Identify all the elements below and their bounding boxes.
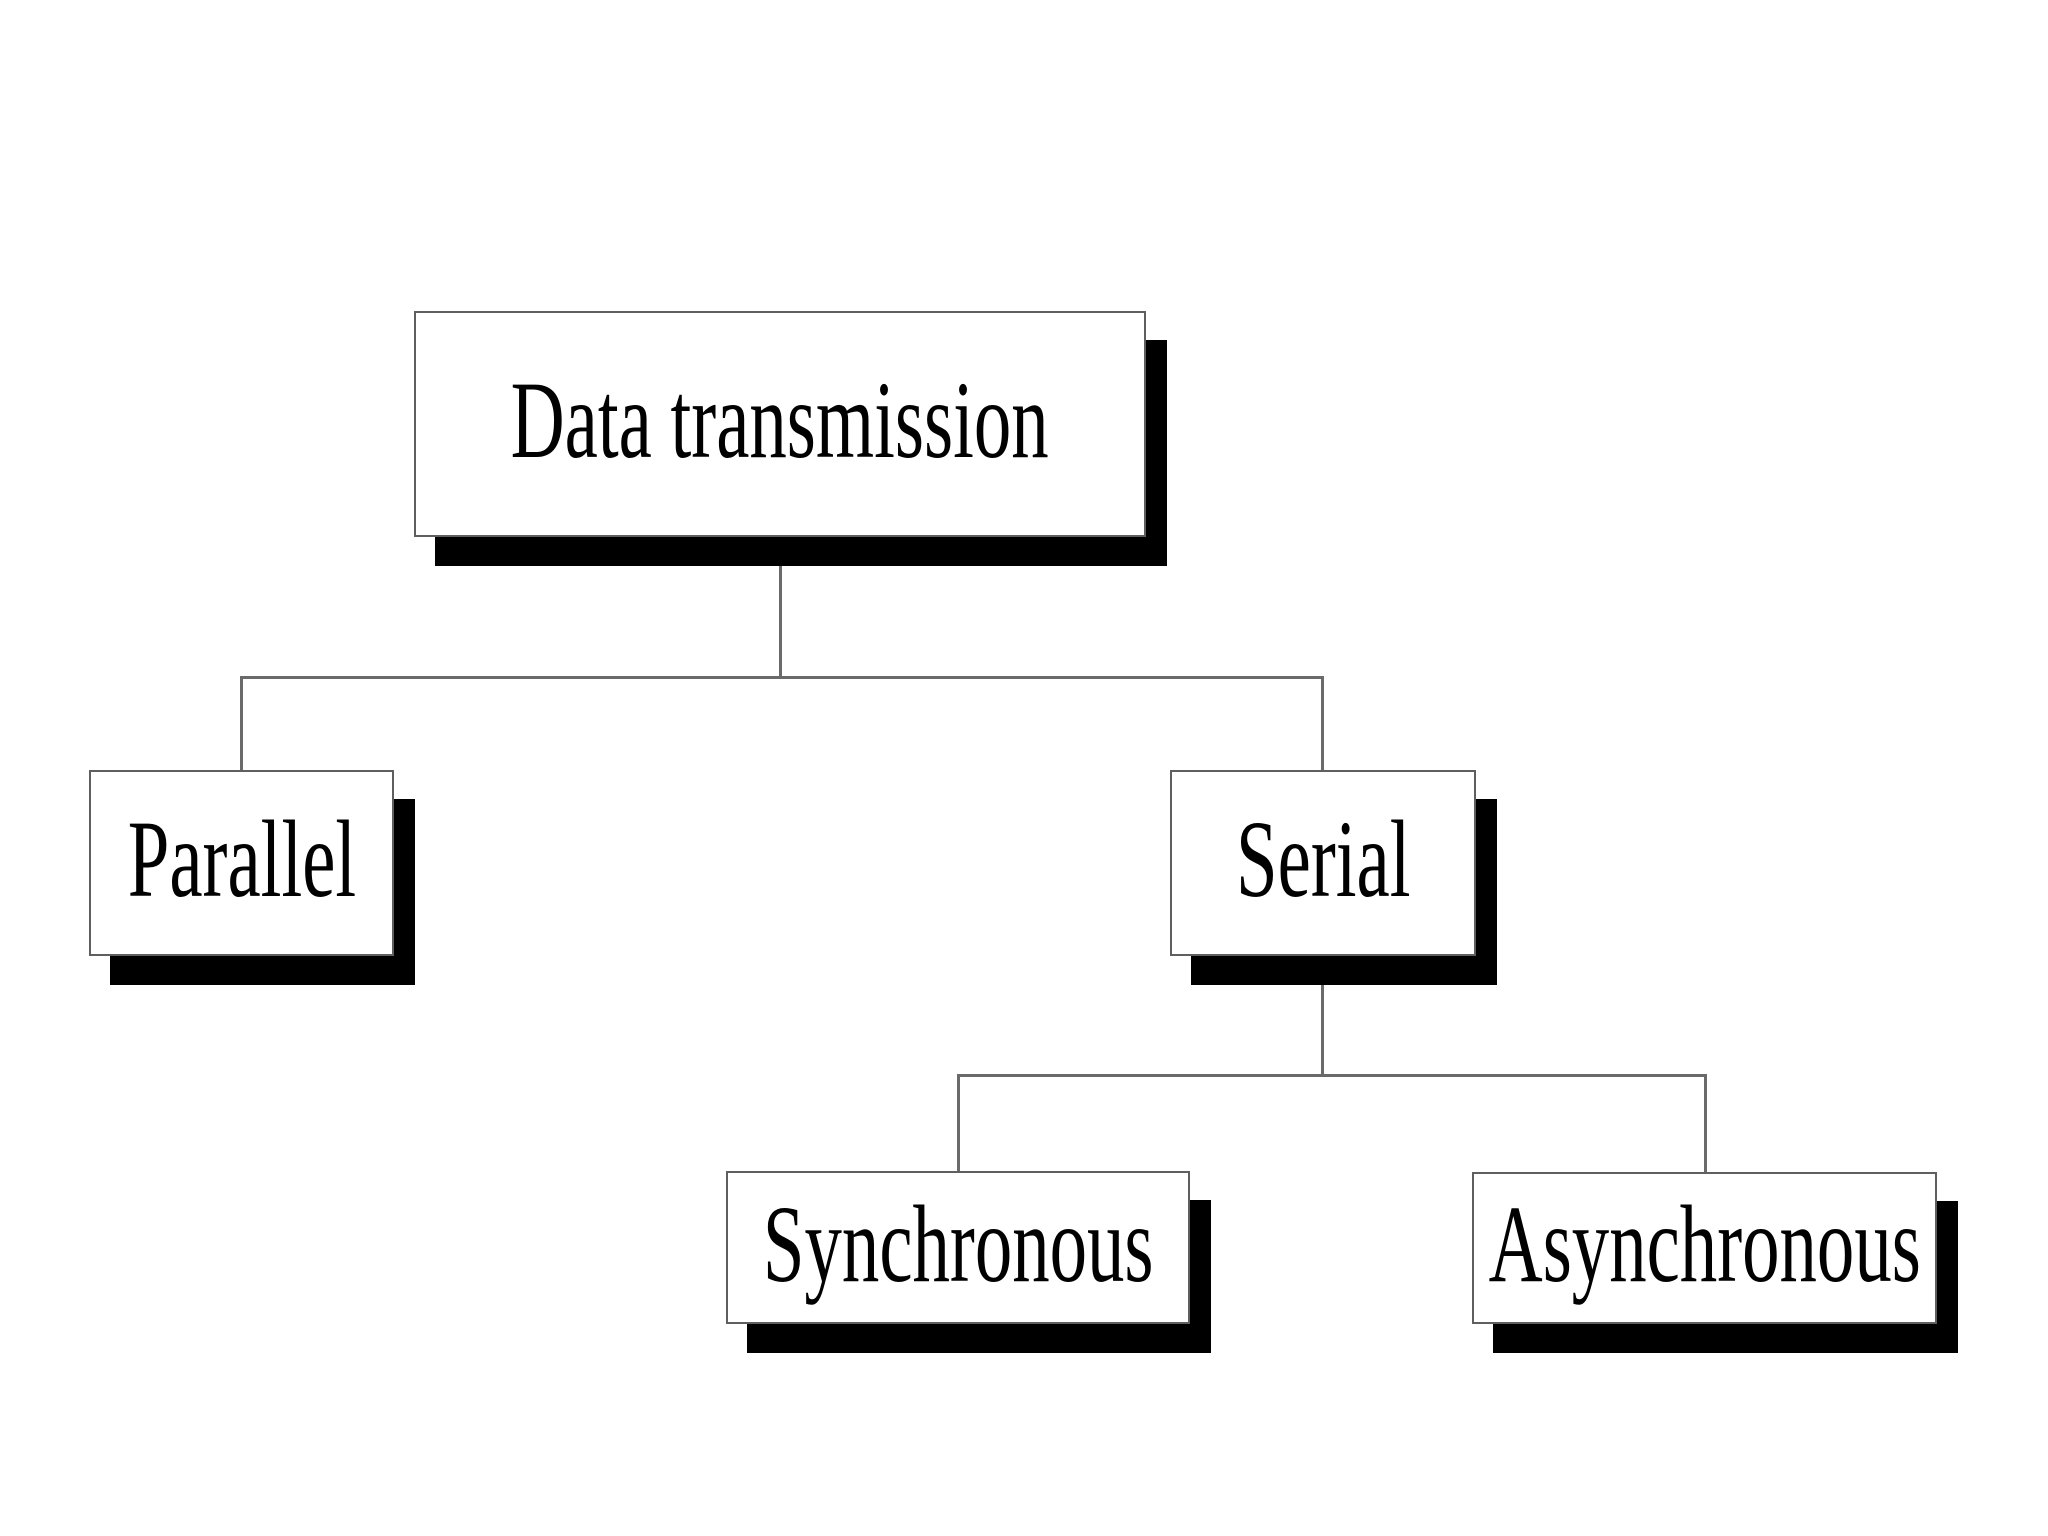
connector-branch-to-serial bbox=[1321, 676, 1324, 772]
connector-branch-to-asynchronous bbox=[1704, 1074, 1707, 1174]
connector-branch-to-parallel bbox=[240, 676, 243, 772]
node-parallel-label: Parallel bbox=[127, 798, 356, 920]
node-synchronous: Synchronous bbox=[726, 1171, 1190, 1324]
connector-branch2-horizontal bbox=[957, 1074, 1707, 1077]
node-data-transmission-label: Data transmission bbox=[510, 359, 1050, 481]
node-asynchronous: Asynchronous bbox=[1472, 1172, 1937, 1324]
node-serial-label: Serial bbox=[1235, 798, 1411, 920]
node-asynchronous-label: Asynchronous bbox=[1488, 1183, 1921, 1305]
node-data-transmission: Data transmission bbox=[414, 311, 1146, 537]
node-synchronous-label: Synchronous bbox=[762, 1182, 1154, 1305]
node-parallel: Parallel bbox=[89, 770, 394, 956]
connector-branch1-horizontal bbox=[240, 676, 1324, 679]
connector-serial-to-branch2 bbox=[1321, 954, 1324, 1076]
connector-root-to-branch bbox=[779, 535, 782, 679]
node-serial: Serial bbox=[1170, 770, 1476, 956]
connector-branch-to-synchronous bbox=[957, 1074, 960, 1173]
